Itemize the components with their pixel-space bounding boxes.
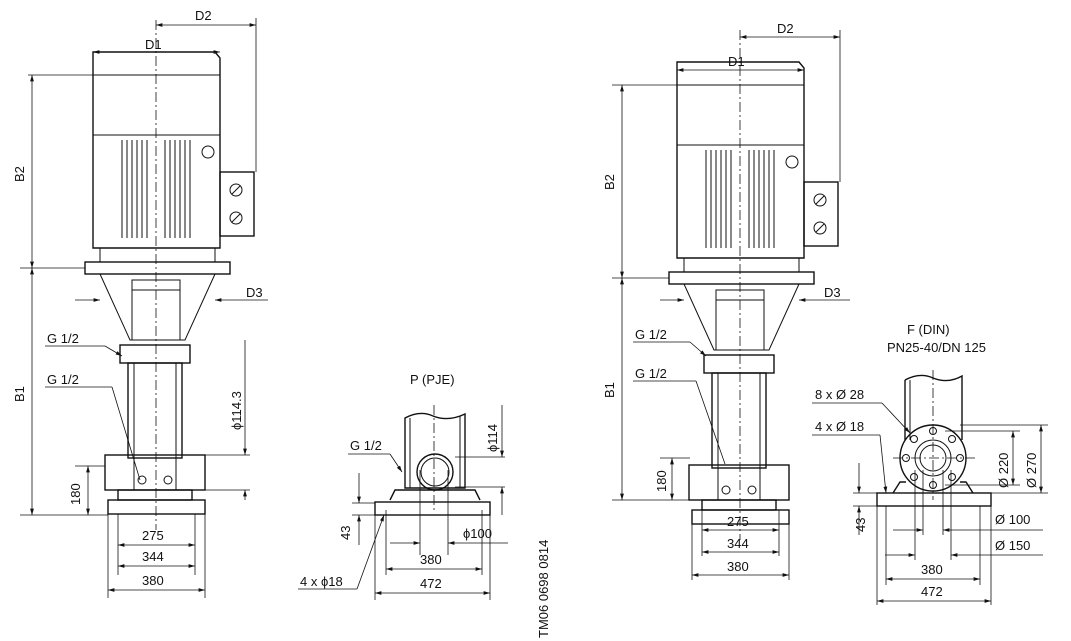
label-43: 43 <box>853 518 868 532</box>
pje-title: P (PJE) <box>410 372 455 387</box>
label-b1: B1 <box>602 382 617 398</box>
label-d3: D3 <box>824 285 841 300</box>
label-380: 380 <box>727 559 749 574</box>
label-380: 380 <box>142 573 164 588</box>
right-pump-drawing: D1 D2 B2 B1 D3 G 1/2 G 1/2 180 275 344 3… <box>602 21 850 580</box>
label-275: 275 <box>142 528 164 543</box>
label-b2: B2 <box>602 174 617 190</box>
pje-port-detail: P (PJE) ϕ114 G 1/2 43 ϕ100 380 472 4 x ϕ… <box>298 372 508 600</box>
label-344: 344 <box>727 536 749 551</box>
label-380: 380 <box>420 552 442 567</box>
label-472: 472 <box>420 576 442 591</box>
din-title: F (DIN) <box>907 322 950 337</box>
label-180: 180 <box>654 470 669 492</box>
label-dia-220: Ø 220 <box>996 453 1011 488</box>
label-g-upper: G 1/2 <box>47 331 79 346</box>
left-pump-drawing: D1 D2 B2 B1 D3 G 1/2 G 1/2 ϕ114.3 180 27… <box>12 8 268 598</box>
label-d1: D1 <box>145 37 162 52</box>
din-subtitle: PN25-40/DN 125 <box>887 340 986 355</box>
label-holes-4: 4 x Ø 18 <box>815 419 864 434</box>
label-d2: D2 <box>195 8 212 23</box>
label-dia-270: Ø 270 <box>1024 453 1039 488</box>
label-b1: B1 <box>12 386 27 402</box>
label-472: 472 <box>921 584 943 599</box>
label-dia-100: ϕ100 <box>463 526 492 541</box>
label-holes-8: 8 x Ø 28 <box>815 387 864 402</box>
label-43: 43 <box>338 526 353 540</box>
label-d1: D1 <box>728 54 745 69</box>
label-275: 275 <box>727 514 749 529</box>
label-pipe-diameter: ϕ114.3 <box>229 391 244 430</box>
label-holes: 4 x ϕ18 <box>300 574 343 589</box>
label-dia-100: Ø 100 <box>995 512 1030 527</box>
label-g-lower: G 1/2 <box>47 372 79 387</box>
label-dia-114: ϕ114 <box>485 424 500 452</box>
label-dia-150: Ø 150 <box>995 538 1030 553</box>
drawing-number: TM06 0698 0814 <box>536 540 551 638</box>
din-flange-detail: F (DIN) PN25-40/DN 125 8 x Ø 28 4 x Ø 18… <box>812 322 1048 605</box>
label-g-lower: G 1/2 <box>635 366 667 381</box>
label-344: 344 <box>142 549 164 564</box>
label-g: G 1/2 <box>350 438 382 453</box>
label-180: 180 <box>68 483 83 505</box>
label-380: 380 <box>921 562 943 577</box>
label-b2: B2 <box>12 166 27 182</box>
label-d3: D3 <box>246 285 263 300</box>
label-d2: D2 <box>777 21 794 36</box>
label-g-upper: G 1/2 <box>635 327 667 342</box>
